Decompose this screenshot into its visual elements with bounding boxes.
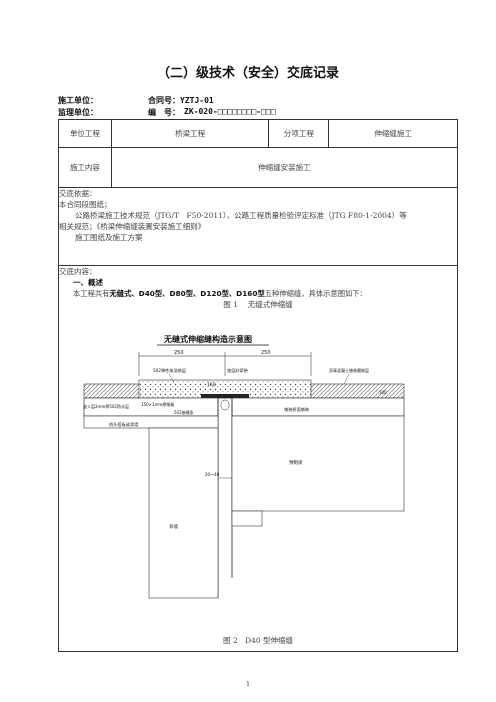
- unit-project-label: 单位工程: [58, 119, 112, 148]
- label-elastic-layer: 502弹性体浇筑层: [153, 367, 186, 374]
- bridge-deck-slab: [231, 397, 405, 417]
- content-heading: 交底内容：: [59, 267, 97, 276]
- label-precast-beam: 预制梁: [289, 459, 303, 466]
- dimension-label-center: 150: [207, 382, 216, 388]
- label-asphalt-wear: 沥青混凝土铺装磨耗层: [329, 367, 369, 373]
- section-heading-overview: 一、概述: [73, 278, 103, 287]
- intro-types: 无缝式、D40型、D80型、D120型、D160型: [109, 289, 265, 298]
- label-gap-dimension: 20～40: [205, 472, 220, 477]
- serial-value: ZK-020-□□□□□□□□-□□□: [184, 107, 276, 116]
- record-table: 单位工程 桥梁工程 分项工程 伸缩缝施工 施工内容 伸缩缝安装施工 交底依据： …: [58, 119, 459, 652]
- basis-cell: 交底依据： 本合同段图纸； 公路桥梁施工技术规范（JTG/T F50-2011）…: [58, 187, 458, 266]
- basis-line-3: 相关规范；《桥梁伸缩缝装置安装施工细则》: [59, 222, 206, 231]
- basis-line-1: 本合同段图纸；: [59, 200, 112, 209]
- contract-number: 合同号：YZTJ-01: [148, 96, 214, 105]
- intro-prefix: 本工程共有: [73, 289, 110, 298]
- basis-line-4: 施工图纸及施工方案: [75, 233, 143, 242]
- approach-slab-lower: [83, 415, 219, 429]
- label-approach-slab: 桥头搭板或背墙: [109, 421, 138, 428]
- intro-suffix: 五种伸缩缝，具体示意图如下：: [264, 289, 367, 298]
- sub-project-label: 分项工程: [268, 119, 330, 148]
- label-waterproof-layer: 油１层2mm厚502防水层: [83, 403, 129, 409]
- dimension-label-right: 250: [261, 350, 271, 356]
- construction-content-label: 施工内容: [58, 147, 112, 188]
- elastic-fill-texture: [139, 380, 311, 398]
- intro-paragraph: 本工程共有无缝式、D40型、D80型、D120型、D160型五种伸缩缝，具体示意…: [59, 288, 457, 299]
- bearing-pad: [231, 510, 263, 527]
- sub-project-value: 伸缩缝施工: [328, 119, 458, 148]
- unit-project-value: 桥梁工程: [110, 119, 270, 148]
- steel-plate: [201, 394, 249, 398]
- dimension-label-left: 250: [174, 350, 184, 356]
- leader-elastic: [168, 373, 175, 383]
- backer-rod: [220, 399, 230, 411]
- abutment-wall: [148, 427, 219, 599]
- content-cell: 交底内容： 一、概述 本工程共有无缝式、D40型、D80型、D120型、D160…: [58, 265, 458, 652]
- dimension-label-side: 100: [379, 390, 387, 395]
- construction-unit-label: 施工单位：: [58, 96, 98, 105]
- label-sand-layer: 垫层砂浆带: [227, 367, 248, 374]
- label-steel-plate: 150×1mm厚钢板: [141, 401, 174, 407]
- basis-line-2: 公路桥梁施工技术规范（JTG/T F50-2011）、公路工程质量检验评定标准（…: [75, 211, 407, 220]
- figure-2-caption: 图 2 D40 型伸缩缝: [222, 636, 294, 645]
- label-joint-filler: 502嵌缝条: [174, 409, 194, 415]
- supervision-unit-label: 监理单位：: [58, 108, 98, 117]
- label-back-wall: 背墙: [169, 523, 178, 530]
- page-title: （二）级技术（安全）交底记录: [156, 66, 339, 81]
- serial-label: 编 号：: [148, 108, 180, 117]
- diagram-title: 无缝式伸缩缝构造示意图: [163, 334, 252, 344]
- construction-content-value: 伸缩缝安装施工: [110, 147, 459, 188]
- figure-1-caption: 图 1 无缝式伸缩缝: [223, 300, 293, 309]
- basis-heading: 交底依据：: [59, 189, 97, 198]
- page-number: 1: [246, 681, 250, 688]
- precast-beam: [231, 415, 405, 512]
- label-bridge-deck: 铺装桥面铺装: [284, 406, 310, 413]
- leader-asphalt: [343, 373, 350, 385]
- expansion-joint-diagram: 无缝式伸缩缝构造示意图 250 250 150 502弹性体浇筑层 垫层砂浆带: [83, 334, 405, 599]
